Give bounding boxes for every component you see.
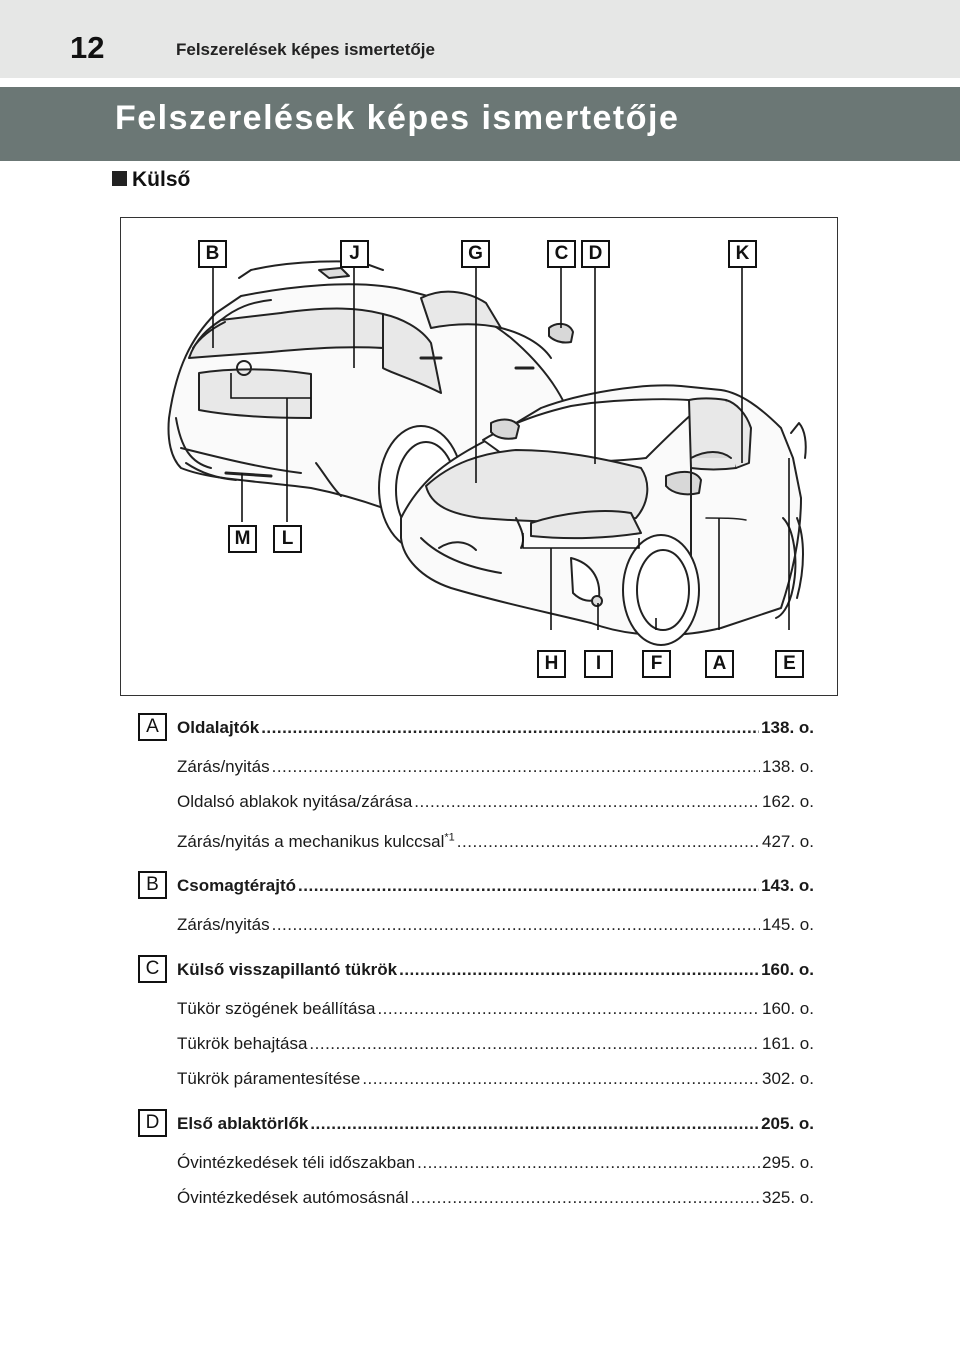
entry-letter-b: B xyxy=(138,871,167,899)
title-bar xyxy=(0,87,960,161)
page-reference: 160. o. xyxy=(762,999,814,1018)
leader-dots xyxy=(272,915,760,935)
subitem-text: Tükrök behajtása xyxy=(177,1034,308,1053)
entry-subitem-row[interactable]: Oldalsó ablakok nyitása/zárása 162. o. xyxy=(177,792,814,812)
square-bullet-icon xyxy=(112,171,127,186)
entry-subitem-row[interactable]: Tükör szögének beállítása 160. o. xyxy=(177,999,814,1019)
page-reference: 145. o. xyxy=(762,915,814,934)
subitem-text: Zárás/nyitás a mechanikus kulccsal*1 xyxy=(177,832,455,852)
leader-dots xyxy=(457,832,760,852)
leader-dots xyxy=(411,1188,760,1208)
figure-label-b: B xyxy=(198,240,227,268)
subitem-text: Óvintézkedések autómosásnál xyxy=(177,1188,409,1207)
figure-label-d: D xyxy=(581,240,610,268)
page-reference: 295. o. xyxy=(762,1153,814,1172)
figure-label-j: J xyxy=(340,240,369,268)
entry-subitem-row[interactable]: Tükrök páramentesítése 302. o. xyxy=(177,1069,814,1089)
entry-letter-a: A xyxy=(138,713,167,741)
figure-label-f: F xyxy=(642,650,671,678)
page-reference: 160. o. xyxy=(761,960,814,979)
page-reference: 205. o. xyxy=(761,1114,814,1133)
page-reference: 143. o. xyxy=(761,876,814,895)
entry-subitem-row[interactable]: Óvintézkedések autómosásnál 325. o. xyxy=(177,1188,814,1208)
subitem-text: Zárás/nyitás xyxy=(177,915,270,934)
page-reference: 161. o. xyxy=(762,1034,814,1053)
leader-dots xyxy=(272,757,760,777)
figure-label-h: H xyxy=(537,650,566,678)
leader-dots xyxy=(298,876,759,896)
entry-title-row[interactable]: Csomagtérajtó 143. o. xyxy=(177,876,814,896)
leader-dots xyxy=(309,1034,760,1054)
figure-label-i: I xyxy=(584,650,613,678)
section-heading-text: Külső xyxy=(132,168,191,191)
page-title: Felszerelések képes ismertetője xyxy=(115,99,680,137)
entry-title-row[interactable]: Első ablaktörlők 205. o. xyxy=(177,1114,814,1134)
subitem-text: Tükör szögének beállítása xyxy=(177,999,376,1018)
subitem-text: Zárás/nyitás xyxy=(177,757,270,776)
page-reference: 427. o. xyxy=(762,832,814,851)
section-heading: Külső xyxy=(112,168,190,192)
leader-dots xyxy=(399,960,759,980)
subitem-text: Tükrök páramentesítése xyxy=(177,1069,361,1088)
page-reference: 138. o. xyxy=(762,757,814,776)
entry-subitem-row[interactable]: Tükrök behajtása 161. o. xyxy=(177,1034,814,1054)
subitem-text: Óvintézkedések téli időszakban xyxy=(177,1153,416,1172)
entry-title: Első ablaktörlők xyxy=(177,1114,309,1133)
subitem-text-main: Zárás/nyitás a mechanikus kulccsal xyxy=(177,832,445,851)
running-title: Felszerelések képes ismertetője xyxy=(176,40,435,59)
figure-label-m: M xyxy=(228,525,257,553)
page-reference: 325. o. xyxy=(762,1188,814,1207)
entry-title: Külső visszapillantó tükrök xyxy=(177,960,398,979)
entry-subitem-row[interactable]: Zárás/nyitás 145. o. xyxy=(177,915,814,935)
entry-letter-d: D xyxy=(138,1109,167,1137)
leader-dots xyxy=(414,792,760,812)
page-reference: 162. o. xyxy=(762,792,814,811)
leader-dots xyxy=(362,1069,760,1089)
page-number: 12 xyxy=(70,30,105,65)
entry-subitem-row[interactable]: Óvintézkedések téli időszakban 295. o. xyxy=(177,1153,814,1173)
entry-title: Csomagtérajtó xyxy=(177,876,297,895)
leader-dots xyxy=(310,1114,759,1134)
entry-title: Oldalajtók xyxy=(177,718,260,737)
figure-label-g: G xyxy=(461,240,490,268)
leader-dots xyxy=(417,1153,760,1173)
leader-dots xyxy=(377,999,760,1019)
leader-dots xyxy=(261,718,759,738)
figure-label-a: A xyxy=(705,650,734,678)
car-exterior-figure: B J G C D K M L H I F A E xyxy=(120,217,838,696)
running-header-bar xyxy=(0,0,960,78)
entry-title-row[interactable]: Oldalajtók 138. o. xyxy=(177,718,814,738)
figure-label-c: C xyxy=(547,240,576,268)
footnote-marker: *1 xyxy=(444,832,455,844)
figure-label-e: E xyxy=(775,650,804,678)
subitem-text: Oldalsó ablakok nyitása/zárása xyxy=(177,792,413,811)
figure-label-l: L xyxy=(273,525,302,553)
page-reference: 138. o. xyxy=(761,718,814,737)
page-reference: 302. o. xyxy=(762,1069,814,1088)
entry-letter-c: C xyxy=(138,955,167,983)
car-illustration xyxy=(167,260,807,646)
figure-label-k: K xyxy=(728,240,757,268)
entry-title-row[interactable]: Külső visszapillantó tükrök 160. o. xyxy=(177,960,814,980)
entry-subitem-row[interactable]: Zárás/nyitás a mechanikus kulccsal*1 427.… xyxy=(177,832,814,852)
entry-subitem-row[interactable]: Zárás/nyitás 138. o. xyxy=(177,757,814,777)
